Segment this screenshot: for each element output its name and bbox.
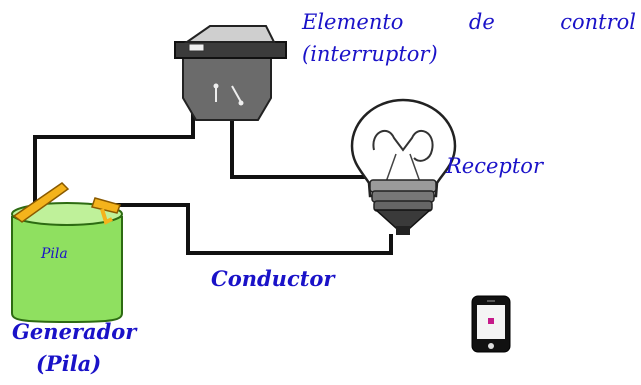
mobile-phone-icon bbox=[471, 295, 511, 353]
wire-switch-to-bulb bbox=[230, 114, 374, 179]
battery-icon bbox=[11, 182, 123, 324]
control-element-word-2: de bbox=[468, 10, 495, 34]
wire-bulb-to-battery bbox=[112, 203, 393, 255]
conductor-label: Conductor bbox=[211, 266, 335, 291]
control-element-label-line-2: (interruptor) bbox=[302, 42, 438, 66]
generator-label-line-1: Generador bbox=[12, 319, 137, 344]
switch-icon bbox=[174, 25, 287, 121]
receptor-label: Receptor bbox=[446, 154, 543, 178]
battery-label: Pila bbox=[41, 246, 68, 262]
control-element-label-line-1: Elemento de control bbox=[302, 12, 636, 33]
generator-label-line-2: (Pila) bbox=[36, 351, 102, 376]
control-element-word-1: Elemento bbox=[302, 10, 404, 34]
light-bulb-icon bbox=[350, 98, 457, 235]
control-element-word-3: control bbox=[560, 10, 636, 34]
